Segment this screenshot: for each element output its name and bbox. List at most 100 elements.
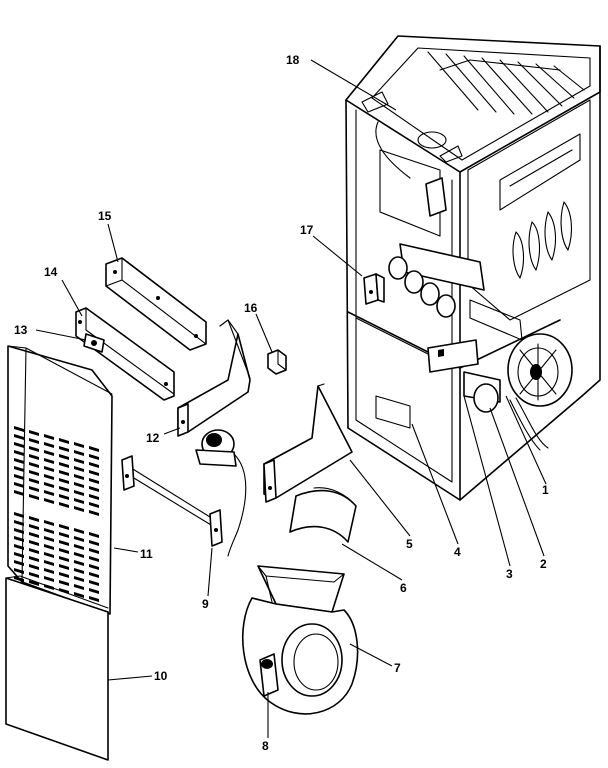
part-17-bracket bbox=[363, 273, 385, 305]
vent-slot bbox=[44, 434, 54, 440]
vent-slot bbox=[89, 494, 99, 500]
vent-slot bbox=[74, 584, 84, 590]
vent-slot bbox=[59, 454, 69, 460]
vent-slot bbox=[44, 474, 54, 480]
vent-slot bbox=[44, 552, 54, 558]
vent-slot bbox=[74, 450, 84, 456]
vent-slot bbox=[14, 528, 24, 534]
vent-slot bbox=[14, 442, 24, 448]
vent-slot bbox=[89, 548, 99, 554]
vent-slot bbox=[14, 450, 24, 456]
vent-slot bbox=[89, 580, 99, 586]
vent-slot bbox=[14, 474, 24, 480]
vent-slot bbox=[89, 532, 99, 538]
vent-slot bbox=[59, 580, 69, 586]
vent-slot bbox=[89, 486, 99, 492]
vent-slot bbox=[44, 560, 54, 566]
vent-slot bbox=[59, 548, 69, 554]
callout-3: 3 bbox=[506, 567, 513, 581]
callout-9: 9 bbox=[202, 597, 209, 611]
vent-slot bbox=[74, 458, 84, 464]
vent-slot bbox=[44, 568, 54, 574]
vent-slot bbox=[29, 430, 39, 436]
callout-15: 15 bbox=[98, 209, 112, 223]
part-15-plate bbox=[105, 257, 207, 351]
vent-slot bbox=[74, 442, 84, 448]
vent-slot bbox=[74, 506, 84, 512]
vent-slot bbox=[74, 466, 84, 472]
vent-slot bbox=[74, 552, 84, 558]
vent-slot bbox=[14, 482, 24, 488]
vent-slot bbox=[74, 498, 84, 504]
vent-slot bbox=[29, 532, 39, 538]
vent-slot bbox=[14, 560, 24, 566]
vent-slot bbox=[89, 588, 99, 594]
part-16-clip bbox=[267, 349, 287, 375]
vent-slot bbox=[44, 482, 54, 488]
vent-slot bbox=[14, 520, 24, 526]
vent-slot bbox=[14, 544, 24, 550]
vent-slot bbox=[59, 494, 69, 500]
part-6-baffle bbox=[289, 487, 357, 543]
vent-slot bbox=[89, 564, 99, 570]
part-14-bracket bbox=[75, 307, 175, 401]
vent-slot bbox=[59, 564, 69, 570]
vent-slot bbox=[14, 568, 24, 574]
vent-slot bbox=[59, 446, 69, 452]
part-10-lower-panel bbox=[5, 575, 109, 761]
callout-1: 1 bbox=[542, 483, 549, 497]
vent-slot bbox=[29, 572, 39, 578]
vent-slot bbox=[89, 556, 99, 562]
part-11-front-panel bbox=[7, 345, 113, 615]
vent-slot bbox=[74, 482, 84, 488]
vent-slot bbox=[59, 532, 69, 538]
vent-slot bbox=[59, 462, 69, 468]
vent-slot bbox=[59, 438, 69, 444]
vent-slot bbox=[29, 548, 39, 554]
vent-slot bbox=[89, 446, 99, 452]
vent-slot bbox=[29, 462, 39, 468]
vent-slot bbox=[29, 564, 39, 570]
vent-slot bbox=[29, 540, 39, 546]
vent-slot bbox=[74, 592, 84, 598]
vent-slot bbox=[14, 552, 24, 558]
vent-slot bbox=[14, 458, 24, 464]
vent-slot bbox=[44, 536, 54, 542]
part-7-blower bbox=[242, 565, 359, 715]
vent-slot bbox=[74, 474, 84, 480]
vent-slot bbox=[29, 446, 39, 452]
callout-5: 5 bbox=[406, 537, 413, 551]
vent-slot bbox=[89, 540, 99, 546]
vent-slot bbox=[74, 544, 84, 550]
vent-slot bbox=[14, 512, 24, 518]
callout-8: 8 bbox=[262, 739, 269, 753]
vent-slot bbox=[74, 528, 84, 534]
vent-slot bbox=[74, 490, 84, 496]
vent-slot bbox=[74, 560, 84, 566]
vent-slot bbox=[59, 470, 69, 476]
vent-slot bbox=[44, 528, 54, 534]
vent-slot bbox=[14, 426, 24, 432]
callout-13: 13 bbox=[14, 323, 28, 337]
vent-slot bbox=[89, 462, 99, 468]
callout-6: 6 bbox=[400, 581, 407, 595]
vent-slot bbox=[89, 478, 99, 484]
callout-16: 16 bbox=[244, 301, 258, 315]
callout-4: 4 bbox=[454, 545, 461, 559]
vent-slot bbox=[89, 502, 99, 508]
vent-slot bbox=[59, 502, 69, 508]
vent-slot bbox=[89, 596, 99, 602]
vent-slot bbox=[89, 572, 99, 578]
callout-14: 14 bbox=[44, 265, 58, 279]
vent-slot bbox=[29, 516, 39, 522]
vent-slot bbox=[44, 576, 54, 582]
panel-vent-slots-upper bbox=[14, 426, 99, 516]
vent-slot bbox=[14, 434, 24, 440]
vent-slot bbox=[29, 470, 39, 476]
part-5-bracket bbox=[263, 383, 353, 503]
vent-slot bbox=[44, 520, 54, 526]
vent-slot bbox=[74, 568, 84, 574]
vent-slot bbox=[59, 540, 69, 546]
